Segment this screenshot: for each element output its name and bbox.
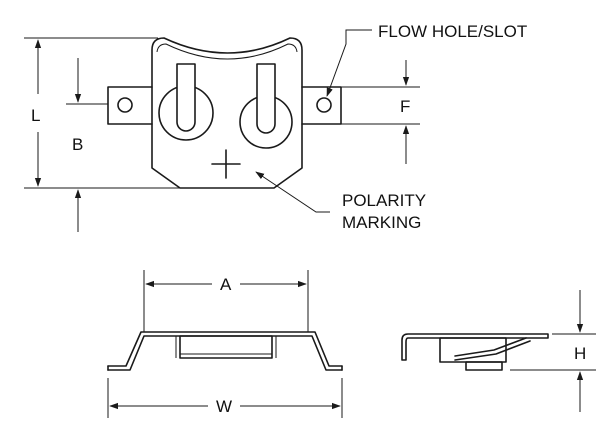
dim-label-B: B bbox=[72, 135, 83, 154]
front-body bbox=[179, 335, 273, 359]
dim-label-A: A bbox=[220, 275, 232, 294]
side-view: H bbox=[401, 290, 596, 412]
dim-label-H: H bbox=[574, 344, 586, 363]
side-profile bbox=[401, 333, 549, 361]
side-spring bbox=[454, 337, 531, 361]
left-contact-slot bbox=[176, 63, 196, 132]
front-view: A W bbox=[107, 270, 343, 418]
polarity-label-line2: MARKING bbox=[342, 213, 421, 232]
flow-hole-label: FLOW HOLE/SLOT bbox=[378, 22, 527, 41]
front-profile-inner bbox=[107, 331, 343, 367]
polarity-label-line1: POLARITY bbox=[342, 191, 426, 210]
holder-body-inner bbox=[156, 43, 298, 60]
front-profile-outer bbox=[107, 335, 343, 371]
side-foot bbox=[465, 361, 503, 371]
dim-label-F: F bbox=[400, 97, 410, 116]
left-tab-hole bbox=[117, 97, 133, 113]
dim-label-W: W bbox=[216, 397, 232, 416]
dim-label-L: L bbox=[31, 106, 40, 125]
right-tab bbox=[301, 86, 342, 125]
flow-hole-leader bbox=[326, 29, 372, 97]
polarity-leader bbox=[255, 171, 330, 213]
right-contact-slot bbox=[256, 63, 276, 134]
holder-body bbox=[151, 37, 303, 189]
left-tab bbox=[107, 86, 153, 125]
flow-hole bbox=[316, 97, 332, 113]
top-view: L B F FLOW HOLE/SLOT POLARITY MARKING bbox=[24, 22, 527, 232]
